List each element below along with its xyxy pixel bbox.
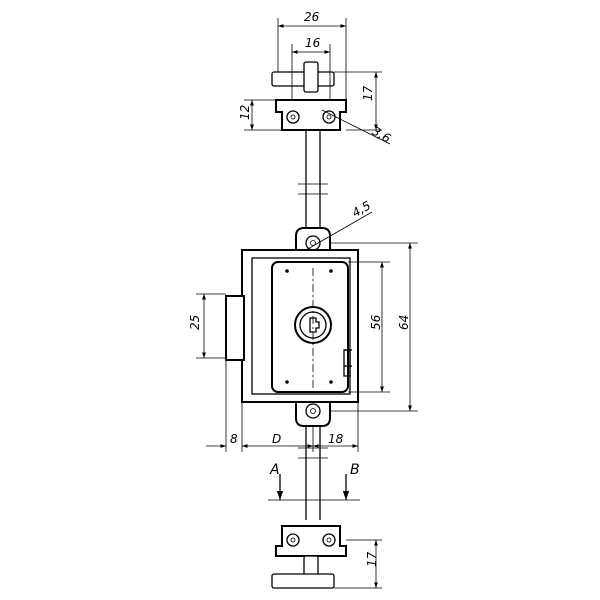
dim-offset-d: D <box>272 432 281 446</box>
section-label-b: B <box>350 462 360 478</box>
top-bolt-assembly <box>271 61 347 232</box>
dim-offset-right: 18 <box>328 432 344 446</box>
dim-bottom-bolt-height: 17 <box>365 551 379 567</box>
section-label-a: A <box>269 462 280 478</box>
dim-case-height: 64 <box>397 315 411 330</box>
dim-hole-diameter-small: 3,6 <box>370 124 394 146</box>
dim-top-bracket-height: 12 <box>238 105 252 120</box>
dim-hole-diameter-large: 4,5 <box>350 198 374 220</box>
dim-case-depth: 25 <box>188 315 202 330</box>
lock-case <box>225 227 359 427</box>
dim-top-bolt-height: 17 <box>361 85 375 101</box>
dim-top-outer-width: 26 <box>304 10 320 24</box>
dim-top-hole-spacing: 16 <box>305 36 321 50</box>
bottom-bolt-assembly <box>271 525 347 589</box>
section-markers: A B <box>268 462 360 501</box>
dim-plate-height: 56 <box>369 314 383 330</box>
dim-offset-left: 8 <box>230 432 238 446</box>
